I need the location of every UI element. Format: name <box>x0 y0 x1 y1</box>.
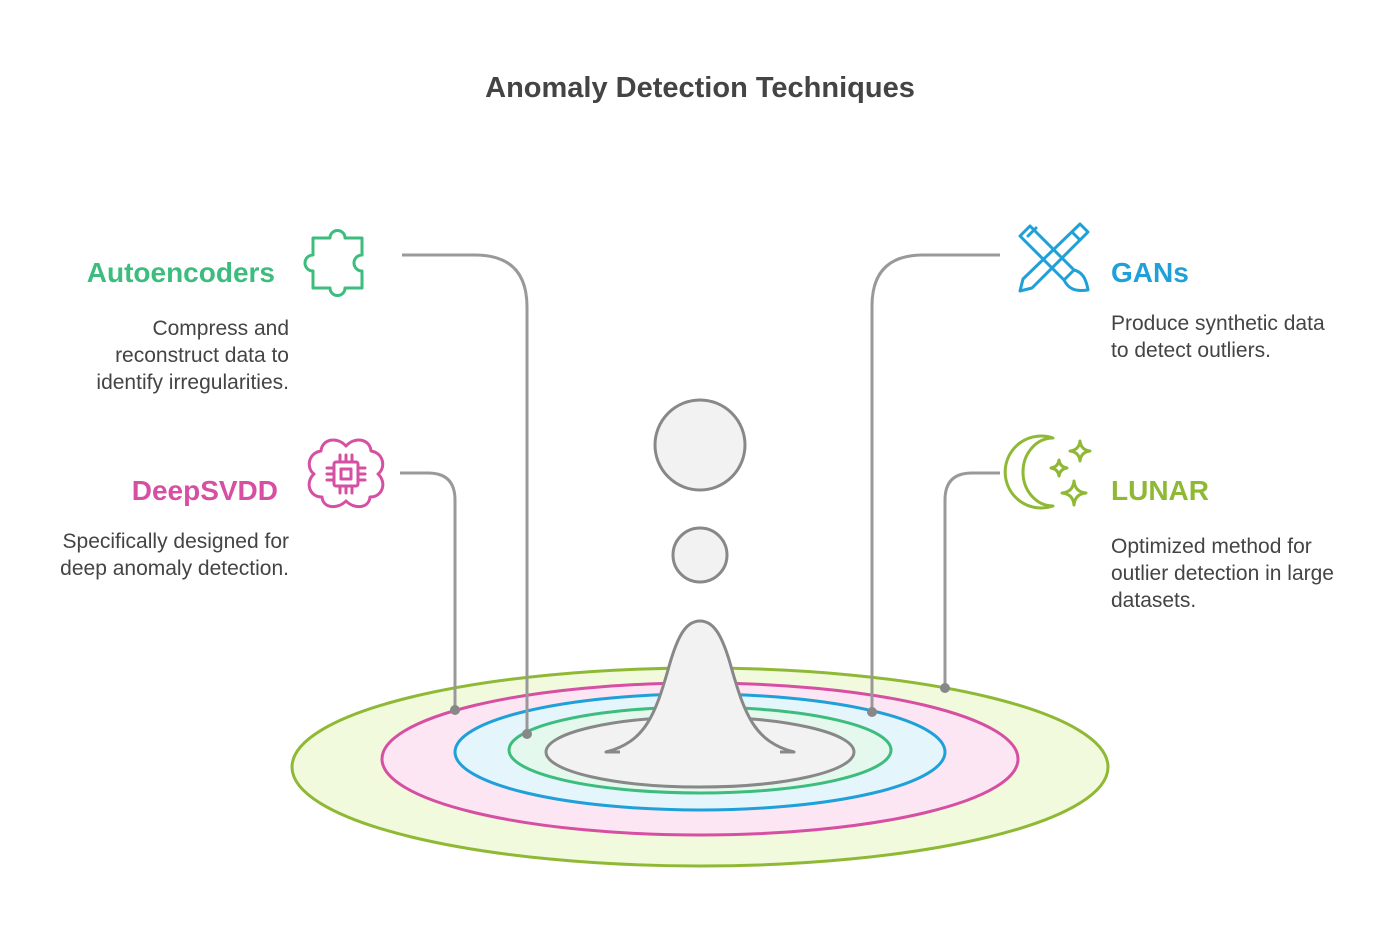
gans-description-line: Produce synthetic data <box>1111 312 1325 335</box>
lunar-description-line: datasets. <box>1111 589 1197 612</box>
rings <box>290 666 1110 868</box>
autoencoders-description-line: Compress and <box>152 317 289 340</box>
connector-deepsvdd <box>400 471 457 710</box>
connector-dot-lunar <box>940 683 950 693</box>
lunar-description-line: Optimized method for <box>1111 535 1312 558</box>
brain-chip-icon <box>307 438 385 509</box>
connector-gans <box>870 253 1000 712</box>
deepsvdd-description-line: Specifically designed for <box>62 530 289 553</box>
connectors <box>400 253 1000 734</box>
autoencoders-description-line: reconstruct data to <box>115 344 289 367</box>
drop-large <box>653 398 747 492</box>
connector-dots <box>450 683 950 739</box>
splash-peak <box>604 619 796 754</box>
connector-dot-deepsvdd <box>450 705 460 715</box>
deepsvdd-title: DeepSVDD <box>131 475 278 506</box>
lunar-title: LUNAR <box>1111 475 1209 506</box>
connector-dot-gans <box>867 707 877 717</box>
gans-title: GANs <box>1111 257 1189 288</box>
diagram-title: Anomaly Detection Techniques <box>485 72 915 104</box>
connector-dot-autoencoders <box>522 729 532 739</box>
autoencoders-description-line: identify irregularities. <box>96 371 289 394</box>
puzzle-icon <box>303 229 364 297</box>
lunar-description-line: outlier detection in large <box>1111 562 1334 585</box>
moon-stars-icon <box>1003 434 1092 510</box>
connector-autoencoders <box>402 253 529 734</box>
autoencoders-description: Compress and reconstruct data to identif… <box>96 315 289 396</box>
gans-description: Produce synthetic data to detect outlier… <box>1111 310 1325 364</box>
pen-brush-icon <box>1018 222 1090 293</box>
deepsvdd-description-line: deep anomaly detection. <box>60 557 289 580</box>
gans-description-line: to detect outliers. <box>1111 339 1271 362</box>
lunar-description: Optimized method for outlier detection i… <box>1111 533 1334 614</box>
autoencoders-title: Autoencoders <box>86 257 275 288</box>
deepsvdd-description: Specifically designed for deep anomaly d… <box>60 528 289 582</box>
connector-lunar <box>943 471 1000 688</box>
drop-small <box>671 526 729 584</box>
